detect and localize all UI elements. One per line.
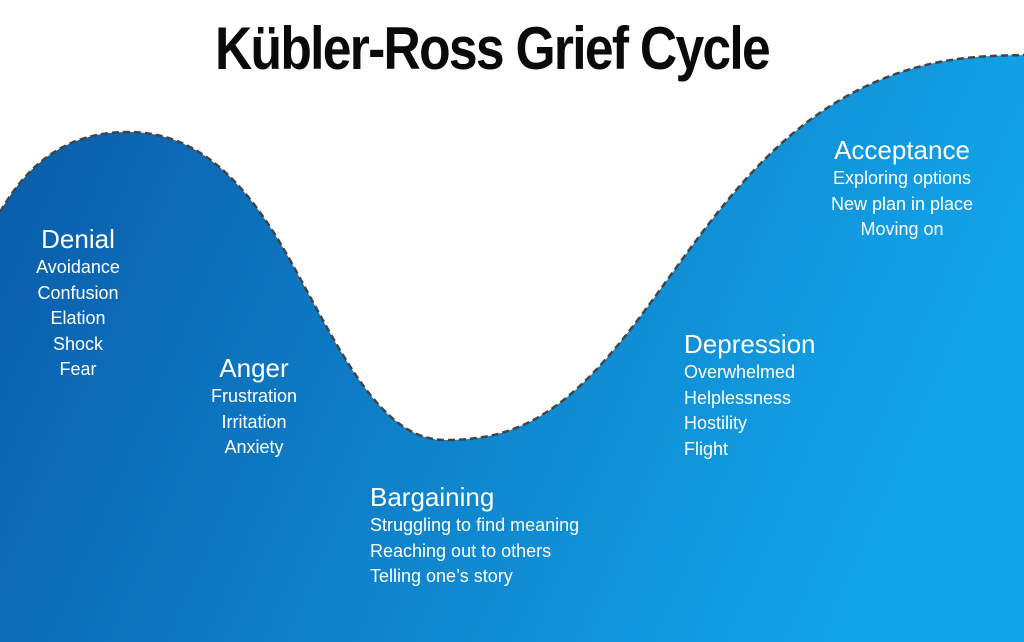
stage-item: Hostility: [684, 413, 748, 433]
stage-item: Fear: [59, 359, 97, 379]
stage-acceptance: Acceptance Exploring options New plan in…: [812, 134, 992, 243]
stage-bargaining: Bargaining Struggling to find meaning Re…: [370, 481, 660, 590]
stage-heading: Bargaining: [370, 482, 495, 512]
stage-heading: Anger: [219, 353, 289, 383]
stage-item: Frustration: [210, 386, 298, 406]
curve-area: [0, 55, 1024, 642]
stage-heading: Acceptance: [834, 135, 970, 165]
stage-item: Helplessness: [684, 387, 792, 408]
stage-item: Reaching out to others: [370, 540, 552, 561]
stage-item: Confusion: [37, 282, 119, 303]
stage-denial: Denial Avoidance Confusion Elation Shock…: [18, 223, 138, 383]
stage-anger: Anger Frustration Irritation Anxiety: [194, 352, 314, 461]
stage-item: Flight: [684, 438, 729, 459]
stage-item: Exploring options: [832, 168, 972, 188]
stage-heading: Depression: [684, 329, 816, 359]
stage-item: Elation: [50, 308, 106, 328]
stage-item: Shock: [52, 333, 104, 354]
page-title: Kübler-Ross Grief Cycle: [214, 15, 771, 82]
curve-outline: [0, 53, 1024, 442]
stage-item: New plan in place: [830, 193, 974, 214]
stage-item: Anxiety: [224, 437, 284, 457]
stage-item: Irritation: [221, 411, 287, 432]
stage-item: Telling one’s story: [370, 566, 513, 586]
stage-item: Moving on: [860, 219, 944, 239]
stage-depression: Depression Overwhelmed Helplessness Host…: [684, 328, 884, 462]
stage-item: Struggling to find meaning: [370, 515, 580, 535]
stage-item: Avoidance: [36, 257, 120, 277]
stage-item: Overwhelmed: [684, 362, 796, 382]
stage-heading: Denial: [41, 224, 115, 254]
